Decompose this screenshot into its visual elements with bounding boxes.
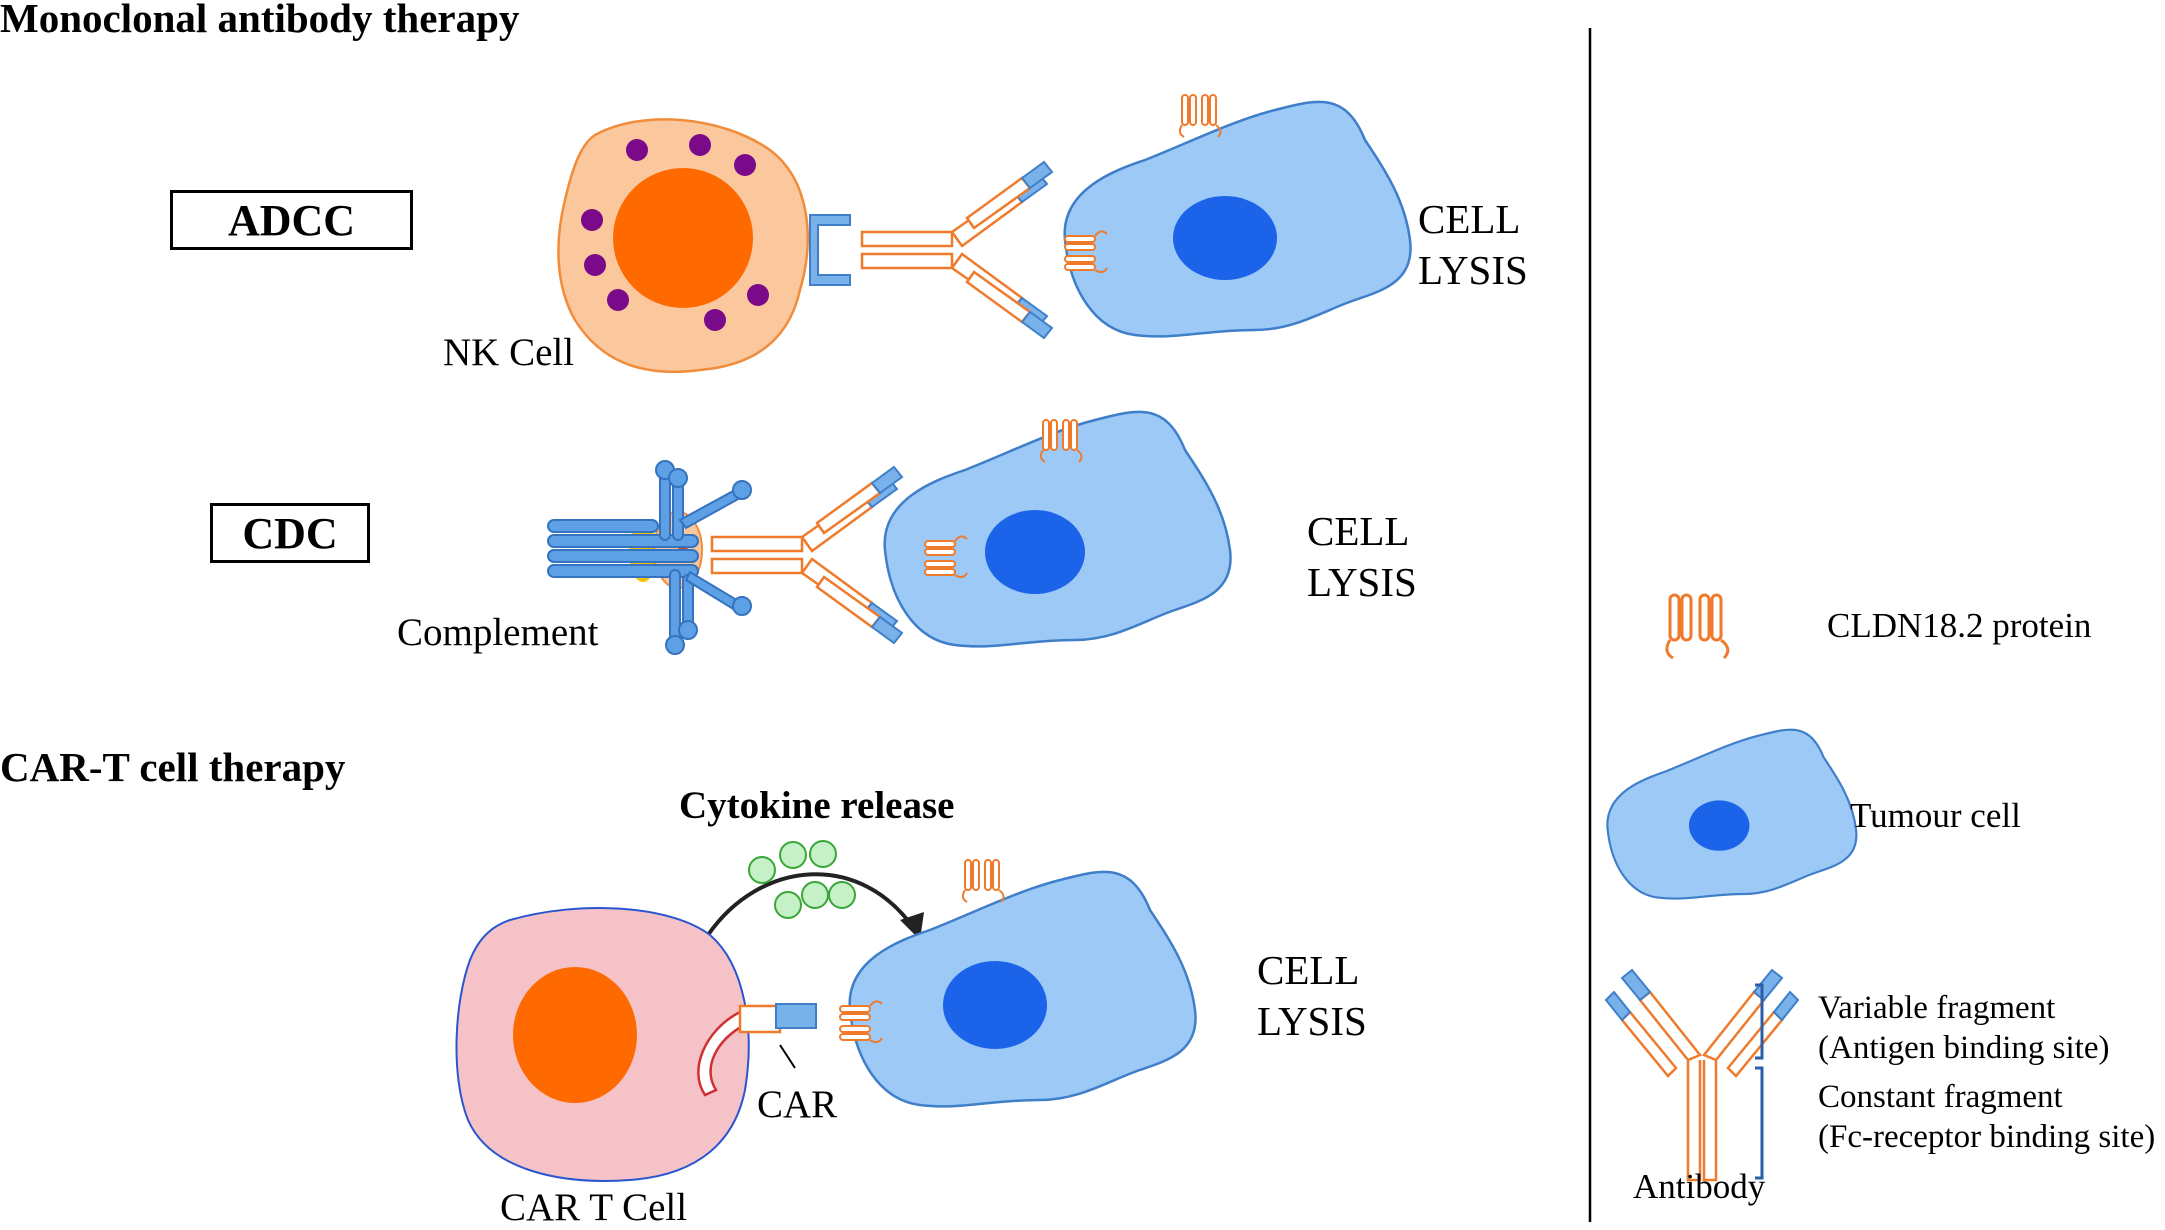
legend-constant-line1: Constant fragment <box>1818 1079 2063 1115</box>
legend-tumour-icon <box>1606 728 1858 900</box>
adcc-antibody <box>860 160 1054 340</box>
cdc-tumour-cell <box>883 410 1232 648</box>
nk-granules <box>581 134 769 331</box>
cdc-result-line2: LYSIS <box>1307 559 1417 605</box>
legend-variable-line1: Variable fragment <box>1818 990 2056 1026</box>
cart-heading: CAR-T cell therapy <box>0 744 346 790</box>
car-label: CAR <box>757 1083 838 1126</box>
legend-antibody-label: Antibody <box>1633 1167 1766 1206</box>
cytokine-arrow <box>706 872 917 937</box>
legend-protein-label: CLDN18.2 protein <box>1827 606 2092 645</box>
car-t-nucleus <box>513 967 637 1103</box>
fc-receptor <box>809 214 851 286</box>
cart-result-line1: CELL <box>1257 947 1360 993</box>
nk-nucleus <box>613 168 753 308</box>
legend-antibody-icon <box>1604 968 1800 1182</box>
variable-bracket <box>1755 983 1764 1060</box>
car-receptor <box>697 1003 817 1097</box>
cart-protein-top <box>961 859 1005 903</box>
constant-bracket <box>1755 1066 1764 1180</box>
legend-protein-icon <box>1665 593 1730 660</box>
monoclonal-heading: Monoclonal antibody therapy <box>0 0 520 41</box>
legend-constant-line2: (Fc-receptor binding site) <box>1818 1119 2156 1155</box>
car-t-cell <box>455 907 750 1182</box>
adcc-result-line1: CELL <box>1418 196 1521 242</box>
cdc-result-line1: CELL <box>1307 508 1410 554</box>
cytokines <box>748 840 856 919</box>
legend-tumour-label: Tumour cell <box>1850 796 2021 835</box>
nk-cell <box>557 118 809 374</box>
nk-cell-label: NK Cell <box>443 331 575 374</box>
adcc-result-line2: LYSIS <box>1418 247 1528 293</box>
adcc-tumour-cell <box>1063 100 1412 338</box>
cdc-box: CDC <box>210 503 370 563</box>
cart-tumour-cell <box>848 870 1197 1108</box>
cytokine-label: Cytokine release <box>679 784 955 827</box>
complement-label: Complement <box>397 611 599 654</box>
adcc-box: ADCC <box>170 190 413 250</box>
legend-variable-line2: (Antigen binding site) <box>1818 1030 2110 1066</box>
cart-result-line2: LYSIS <box>1257 998 1367 1044</box>
car-t-cell-label: CAR T Cell <box>500 1186 688 1229</box>
complement-complex <box>547 460 752 655</box>
